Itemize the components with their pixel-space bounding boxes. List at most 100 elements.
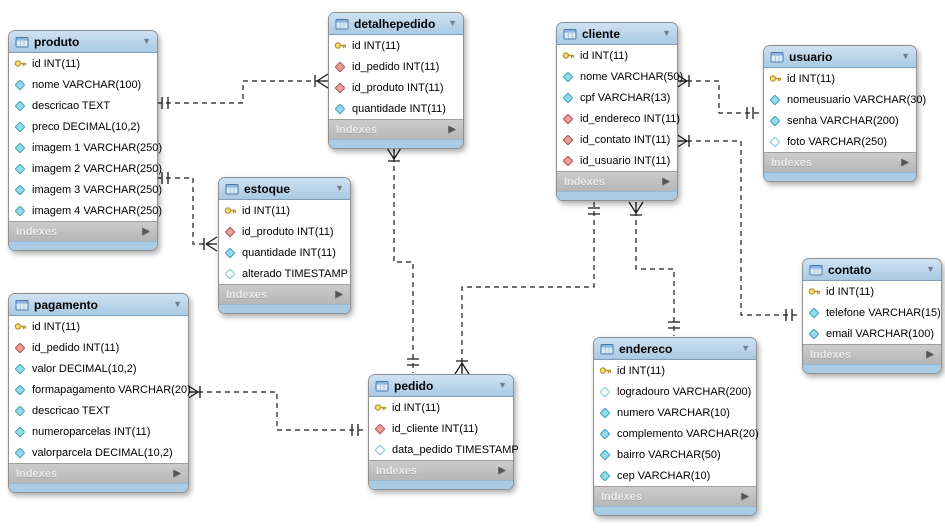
column-row[interactable]: bairro VARCHAR(50) xyxy=(594,444,756,465)
collapse-arrow-icon[interactable]: ▼ xyxy=(926,264,935,274)
column-row[interactable]: id_cliente INT(11) xyxy=(369,418,513,439)
indexes-bar[interactable]: Indexes▶ xyxy=(369,460,513,480)
column-row[interactable]: id_endereco INT(11) xyxy=(557,108,680,129)
table-header[interactable]: estoque▼ xyxy=(219,178,350,200)
expand-arrow-icon[interactable]: ▶ xyxy=(498,464,506,476)
column-row[interactable]: email VARCHAR(100) xyxy=(803,323,941,344)
column-row[interactable]: cpf VARCHAR(13) xyxy=(557,87,677,108)
column-row[interactable]: quantidade INT(11) xyxy=(219,242,350,263)
collapse-arrow-icon[interactable]: ▼ xyxy=(448,18,457,28)
relationship-endereco-cliente[interactable] xyxy=(628,201,680,336)
column-row[interactable]: id_pedido INT(11) xyxy=(329,56,463,77)
column-row[interactable]: alterado TIMESTAMP xyxy=(219,263,350,284)
table-usuario[interactable]: usuario▼id INT(11)nomeusuario VARCHAR(30… xyxy=(763,45,926,182)
column-row[interactable]: nome VARCHAR(100) xyxy=(9,74,157,95)
relationship-contato-cliente[interactable] xyxy=(675,133,800,321)
indexes-bar[interactable]: Indexes▶ xyxy=(557,171,677,191)
relationship-produto-estoque[interactable] xyxy=(157,172,218,252)
column-row[interactable]: complemento VARCHAR(20) xyxy=(594,423,759,444)
table-cliente[interactable]: cliente▼id INT(11)nome VARCHAR(50)cpf VA… xyxy=(556,22,683,201)
indexes-bar[interactable]: Indexes▶ xyxy=(329,119,463,139)
indexes-bar[interactable]: Indexes▶ xyxy=(594,486,756,506)
column-row[interactable]: descricao TEXT xyxy=(9,95,157,116)
collapse-arrow-icon[interactable]: ▼ xyxy=(142,36,151,46)
expand-arrow-icon[interactable]: ▶ xyxy=(142,225,150,237)
column-row[interactable]: telefone VARCHAR(15) xyxy=(803,302,941,323)
column-row[interactable]: id INT(11) xyxy=(557,45,677,66)
table-header[interactable]: pagamento▼ xyxy=(9,294,188,316)
table-produto[interactable]: produto▼id INT(11)nome VARCHAR(100)descr… xyxy=(8,30,162,251)
column-row[interactable]: id_produto INT(11) xyxy=(329,77,463,98)
column-row[interactable]: preco DECIMAL(10,2) xyxy=(9,116,157,137)
column-row[interactable]: id_produto INT(11) xyxy=(219,221,350,242)
relationship-pedido-detalhepedido[interactable] xyxy=(386,147,419,373)
expand-arrow-icon[interactable]: ▶ xyxy=(926,348,934,360)
table-contato[interactable]: contato ▼ id INT(11)telefone VARCHAR(15)em… xyxy=(802,258,942,374)
table-header[interactable]: detalhepedido▼ xyxy=(329,13,463,35)
indexes-bar[interactable]: Indexes▶ xyxy=(9,463,188,483)
column-row[interactable]: imagem 3 VARCHAR(250) xyxy=(9,179,162,200)
column-row[interactable]: data_pedido TIMESTAMP xyxy=(369,439,519,460)
collapse-arrow-icon[interactable]: ▼ xyxy=(741,343,750,353)
expand-arrow-icon[interactable]: ▶ xyxy=(901,156,909,168)
column-row[interactable]: senha VARCHAR(200) xyxy=(764,110,916,131)
column-row[interactable]: descricao TEXT xyxy=(9,400,188,421)
column-row[interactable]: imagem 2 VARCHAR(250) xyxy=(9,158,162,179)
column-row[interactable]: id INT(11) xyxy=(329,35,463,56)
table-estoque[interactable]: estoque▼id INT(11)id_produto INT(11)quan… xyxy=(218,177,351,314)
column-row[interactable]: id INT(11) xyxy=(219,200,350,221)
column-row[interactable]: valorparcela DECIMAL(10,2) xyxy=(9,442,188,463)
expand-arrow-icon[interactable]: ▶ xyxy=(335,288,343,300)
collapse-arrow-icon[interactable]: ▼ xyxy=(498,380,507,390)
relationship-pedido-pagamento[interactable] xyxy=(186,384,366,436)
table-header[interactable]: cliente▼ xyxy=(557,23,677,45)
collapse-arrow-icon[interactable]: ▼ xyxy=(335,183,344,193)
column-row[interactable]: imagem 1 VARCHAR(250) xyxy=(9,137,162,158)
column-row[interactable]: nome VARCHAR(50) xyxy=(557,66,683,87)
indexes-bar[interactable]: Indexes▶ xyxy=(9,221,157,241)
expand-arrow-icon[interactable]: ▶ xyxy=(741,490,749,502)
column-row[interactable]: id INT(11) xyxy=(594,360,756,381)
column-row[interactable]: nomeusuario VARCHAR(30) xyxy=(764,89,926,110)
table-header[interactable]: produto▼ xyxy=(9,31,157,53)
relationship-cliente-pedido[interactable] xyxy=(454,202,600,375)
column-row[interactable]: id INT(11) xyxy=(9,316,188,337)
relationship-produto-detalhepedido[interactable] xyxy=(157,73,329,109)
collapse-arrow-icon[interactable]: ▼ xyxy=(901,51,910,61)
table-pedido[interactable]: pedido▼id INT(11)id_cliente INT(11)data_… xyxy=(368,374,519,490)
column-row[interactable]: valor DECIMAL(10,2) xyxy=(9,358,188,379)
column-row[interactable]: numero VARCHAR(10) xyxy=(594,402,756,423)
table-header[interactable]: pedido▼ xyxy=(369,375,513,397)
indexes-bar[interactable]: Indexes▶ xyxy=(764,152,916,172)
collapse-arrow-icon[interactable]: ▼ xyxy=(173,299,182,309)
column-row[interactable]: id_contato INT(11) xyxy=(557,129,677,150)
column-row[interactable]: formapagamento VARCHAR(20) xyxy=(9,379,191,400)
table-title: contato xyxy=(828,262,872,277)
column-row[interactable]: id_usuario INT(11) xyxy=(557,150,677,171)
column-row[interactable]: quantidade INT(11) xyxy=(329,98,463,119)
relationship-usuario-cliente[interactable] xyxy=(675,73,761,119)
expand-arrow-icon[interactable]: ▶ xyxy=(448,123,456,135)
indexes-bar[interactable]: Indexes▶ xyxy=(803,344,941,364)
table-pagamento[interactable]: pagamento▼id INT(11)id_pedido INT(11)val… xyxy=(8,293,191,493)
column-row[interactable]: id INT(11) xyxy=(9,53,157,74)
column-row[interactable]: id INT(11) xyxy=(803,281,941,302)
column-row[interactable]: numeroparcelas INT(11) xyxy=(9,421,188,442)
table-bottom-strip xyxy=(9,241,157,250)
indexes-bar[interactable]: Indexes▶ xyxy=(219,284,350,304)
table-header[interactable]: usuario▼ xyxy=(764,46,916,68)
column-row[interactable]: foto VARCHAR(250) xyxy=(764,131,916,152)
column-row[interactable]: id_pedido INT(11) xyxy=(9,337,188,358)
column-row[interactable]: imagem 4 VARCHAR(250) xyxy=(9,200,162,221)
expand-arrow-icon[interactable]: ▶ xyxy=(173,467,181,479)
column-row[interactable]: id INT(11) xyxy=(369,397,513,418)
column-row[interactable]: id INT(11) xyxy=(764,68,916,89)
table-detalhepedido[interactable]: detalhepedido▼id INT(11)id_pedido INT(11… xyxy=(328,12,464,149)
collapse-arrow-icon[interactable]: ▼ xyxy=(662,28,671,38)
table-endereco[interactable]: endereco▼id INT(11)logradouro VARCHAR(20… xyxy=(593,337,759,516)
table-header[interactable]: endereco▼ xyxy=(594,338,756,360)
table-header[interactable]: contato ▼ xyxy=(803,259,941,281)
column-row[interactable]: logradouro VARCHAR(200) xyxy=(594,381,756,402)
expand-arrow-icon[interactable]: ▶ xyxy=(662,175,670,187)
column-row[interactable]: cep VARCHAR(10) xyxy=(594,465,756,486)
